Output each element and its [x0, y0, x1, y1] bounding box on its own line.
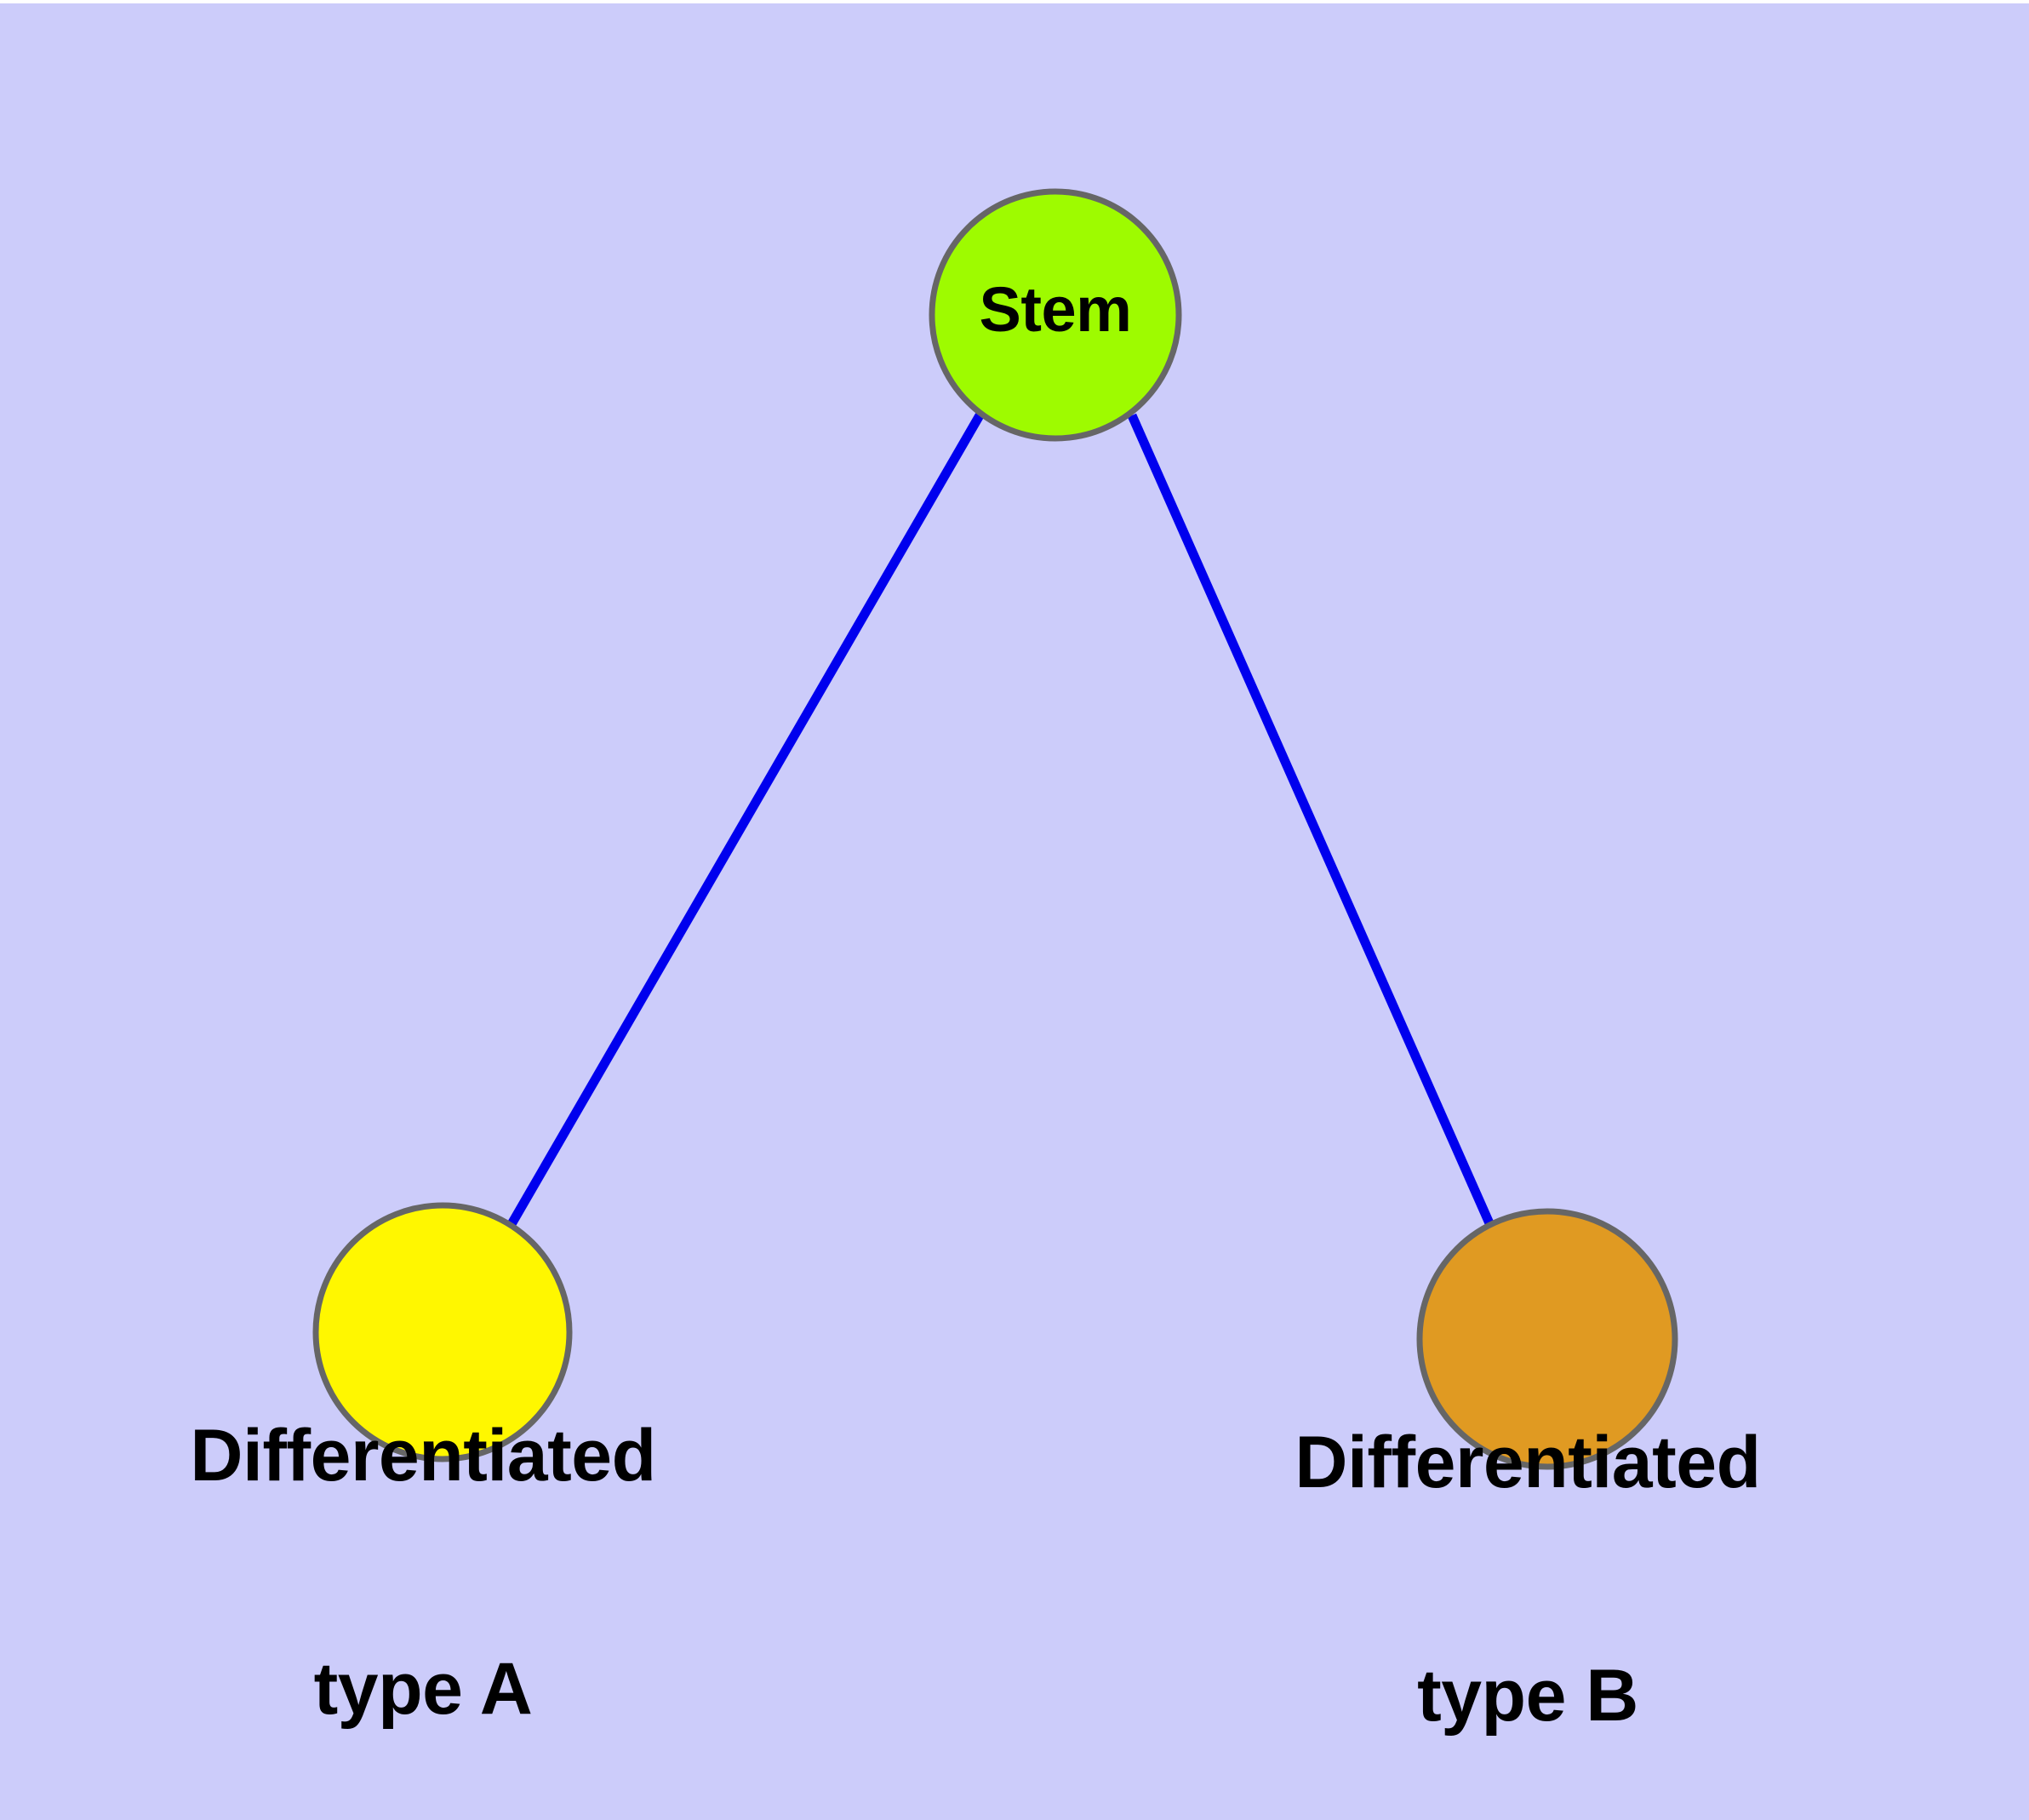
node-differentiated-type-a[interactable]: [312, 1202, 573, 1462]
edge-stem-to-differentiated-type-a[interactable]: [507, 413, 984, 1227]
node-differentiated-type-b[interactable]: [1416, 1208, 1678, 1470]
node-group: [312, 188, 1678, 1470]
edge-stem-to-differentiated-type-b[interactable]: [1127, 413, 1495, 1226]
node-stem[interactable]: [929, 188, 1182, 442]
edge-group: [507, 413, 1495, 1227]
